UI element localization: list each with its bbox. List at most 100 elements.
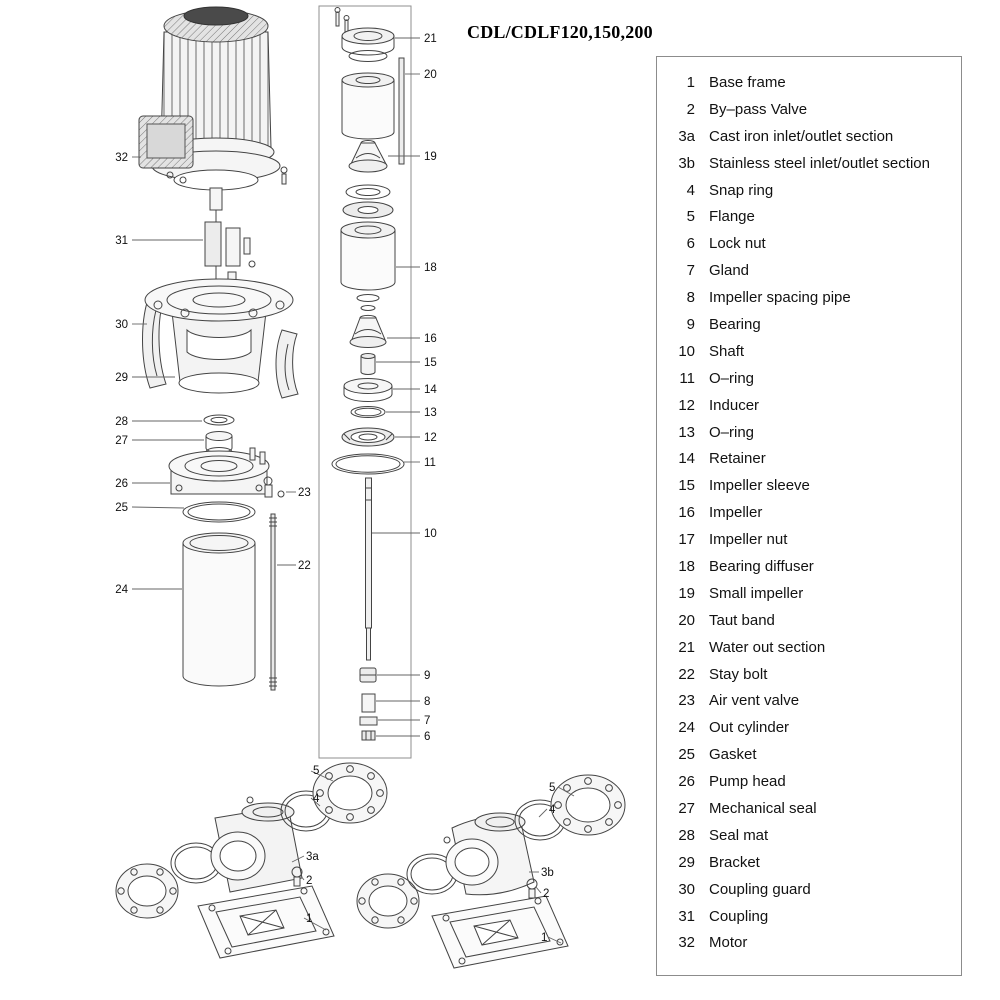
parts-list-row: 11 O–ring — [665, 365, 961, 392]
callout-2-left: 2 — [306, 875, 312, 887]
callout-2-right: 2 — [543, 888, 549, 900]
part-number: 3a — [678, 127, 695, 145]
callout-15: 15 — [424, 357, 437, 369]
parts-list-row: 21 Water out section — [665, 634, 961, 661]
part-number: 28 — [678, 826, 695, 844]
part-label: Pump head — [709, 773, 786, 791]
part-number: 24 — [678, 719, 695, 737]
stay-bolt-drawing — [269, 513, 277, 691]
callout-30: 30 — [115, 319, 128, 331]
part-number: 25 — [678, 746, 695, 764]
part-number: 19 — [678, 584, 695, 602]
callout-18: 18 — [424, 262, 437, 274]
callout-22: 22 — [298, 560, 311, 572]
coupling-guard-drawing — [142, 293, 299, 399]
part-label: Base frame — [709, 73, 786, 91]
part-number: 31 — [678, 907, 695, 925]
part-number: 12 — [678, 396, 695, 414]
part-number: 7 — [686, 262, 695, 280]
parts-list-row: 30 Coupling guard — [665, 876, 961, 903]
part-label: Water out section — [709, 638, 826, 656]
part-label: Coupling guard — [709, 880, 811, 898]
part-number: 14 — [678, 450, 695, 468]
callout-20: 20 — [424, 69, 437, 81]
seal-drawing — [203, 414, 235, 457]
callout-9: 9 — [424, 670, 430, 682]
callout-19: 19 — [424, 151, 437, 163]
part-label: Cast iron inlet/outlet section — [709, 127, 894, 145]
callout-29: 29 — [115, 372, 128, 384]
coupling-drawing — [204, 210, 256, 286]
part-number: 21 — [678, 638, 695, 656]
part-label: Bearing — [709, 315, 761, 333]
callout-24: 24 — [115, 584, 128, 596]
callout-5-left: 5 — [313, 765, 319, 777]
part-label: Inducer — [709, 396, 760, 414]
callout-31: 31 — [115, 235, 128, 247]
impeller-drawing — [349, 314, 387, 348]
part-number: 18 — [678, 557, 695, 575]
part-label: Mechanical seal — [709, 799, 817, 817]
callout-7: 7 — [424, 715, 430, 727]
page-title: CDL/CDLF120,150,200 — [467, 22, 653, 42]
callout-13: 13 — [424, 407, 437, 419]
o-ring-13-drawing — [350, 406, 386, 418]
part-number: 15 — [678, 477, 695, 495]
exploded-view-diagram: 32 31 30 29 28 27 26 25 24 23 22 21 20 1… — [115, 5, 626, 969]
part-label: Air vent valve — [709, 692, 800, 710]
callout-26: 26 — [115, 478, 128, 490]
callout-4-right: 4 — [549, 804, 556, 816]
part-label: Impeller spacing pipe — [709, 289, 851, 307]
callout-12: 12 — [424, 432, 437, 444]
taut-band-drawing — [398, 57, 405, 165]
part-number: 30 — [678, 880, 695, 898]
part-label: O–ring — [709, 369, 755, 387]
part-number: 6 — [686, 235, 695, 253]
part-number: 11 — [679, 369, 695, 387]
callout-28: 28 — [115, 416, 128, 428]
callout-10: 10 — [424, 528, 437, 540]
callout-labels: 32 31 30 29 28 27 26 25 24 23 22 21 20 1… — [115, 33, 556, 944]
gland-drawing — [359, 716, 378, 726]
part-label: By–pass Valve — [709, 100, 808, 118]
part-number: 23 — [678, 692, 695, 710]
part-label: Stay bolt — [709, 665, 768, 683]
callout-23: 23 — [298, 487, 311, 499]
parts-list-row: 12 Inducer — [665, 392, 961, 419]
part-number: 3b — [678, 154, 695, 172]
impeller-sleeve-drawing — [360, 353, 376, 375]
callout-6: 6 — [424, 731, 430, 743]
bearing-diffuser-drawing — [340, 184, 396, 311]
part-number: 9 — [686, 315, 695, 333]
part-label: Taut band — [709, 611, 775, 629]
air-vent-valve-drawing — [263, 476, 285, 498]
part-label: Shaft — [709, 342, 745, 360]
callout-32: 32 — [115, 152, 128, 164]
callout-25: 25 — [115, 502, 128, 514]
part-number: 5 — [686, 208, 695, 226]
part-label: Impeller nut — [709, 531, 788, 549]
shaft-drawing — [365, 477, 372, 661]
stage-module-frame — [318, 5, 412, 759]
callout-3b: 3b — [541, 867, 554, 879]
part-label: Impeller — [709, 504, 763, 522]
part-number: 4 — [686, 181, 695, 199]
part-number: 32 — [678, 934, 695, 952]
part-label: Small impeller — [709, 584, 804, 602]
retainer-drawing — [343, 378, 393, 402]
callout-5-right: 5 — [549, 782, 555, 794]
inducer-drawing — [341, 427, 395, 447]
